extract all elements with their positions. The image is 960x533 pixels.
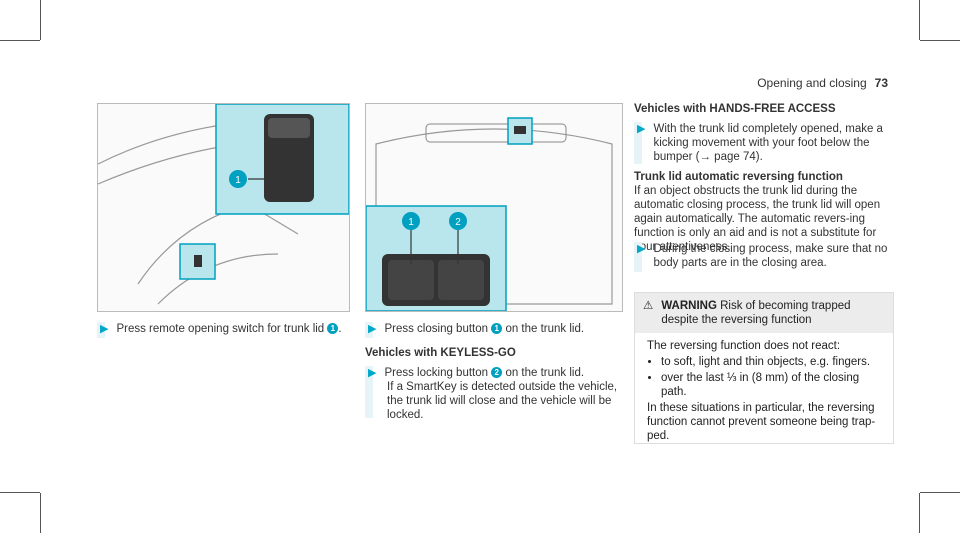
step-remote-opening: ▶Press remote opening switch for trunk l… [100,323,342,335]
crop-mark [920,492,960,493]
crop-mark [919,493,920,533]
section-title: Opening and closing [757,76,867,90]
figure-door-switch: 1 [97,103,350,312]
door-illustration: 1 [98,104,349,305]
step-bar [97,322,105,338]
callout-badge: 1 [327,323,339,335]
page-header: Opening and closing 73 [757,76,888,90]
warning-triangle-icon: ⚠ [643,300,654,312]
figure-trunk-buttons: 1 2 [365,103,623,312]
list-item: over the last ⅓ in (8 mm) of the closing… [661,371,881,399]
crop-mark [0,492,40,493]
heading-hands-free: Vehicles with HANDS-FREE ACCESS [634,103,836,115]
arrow-icon: ▶ [637,123,646,135]
callout-1: 1 [408,217,414,228]
trunk-illustration: 1 2 [366,117,613,311]
step-kick: ▶With the trunk lid completely opened, m… [637,123,883,163]
crop-mark [920,40,960,41]
arrow-icon: ▶ [100,323,109,335]
step-bar [365,322,373,338]
callout-2: 2 [455,217,461,228]
callout-1: 1 [235,175,241,186]
heading-keyless-go: Vehicles with KEYLESS-GO [365,347,516,359]
crop-mark [40,0,41,40]
callout-badge: 1 [491,323,503,335]
arrow-icon: ▶ [637,243,646,255]
crop-mark [919,0,920,40]
list-item: to soft, light and thin objects, e.g. fi… [661,355,881,369]
warning-title: Risk of becoming trapped despite the rev… [661,300,851,326]
warning-header: ⚠ WARNING Risk of becoming trapped despi… [635,293,893,333]
step-closing-button: ▶Press closing button 1 on the trunk lid… [368,323,585,335]
warning-body: The reversing function does not react: t… [635,333,893,449]
crop-mark [40,493,41,533]
step-bar [634,242,642,272]
step-bar [365,366,373,418]
step-bar [634,122,642,164]
reversing-paragraph: If an object obstructs the trunk lid dur… [634,185,881,253]
step-locking-button: ▶Press locking button 2 on the trunk lid… [368,367,618,421]
crop-mark [0,40,40,41]
warning-box: ⚠ WARNING Risk of becoming trapped despi… [634,292,894,444]
arrow-icon: ▶ [368,323,377,335]
callout-badge: 2 [491,367,503,379]
warning-label: WARNING [661,300,717,312]
arrow-icon: ▶ [368,367,377,379]
page-number: 73 [874,76,888,90]
heading-reversing: Trunk lid automatic reversing function [634,171,843,183]
step-closing-area: ▶During the closing process, make sure t… [637,243,888,269]
